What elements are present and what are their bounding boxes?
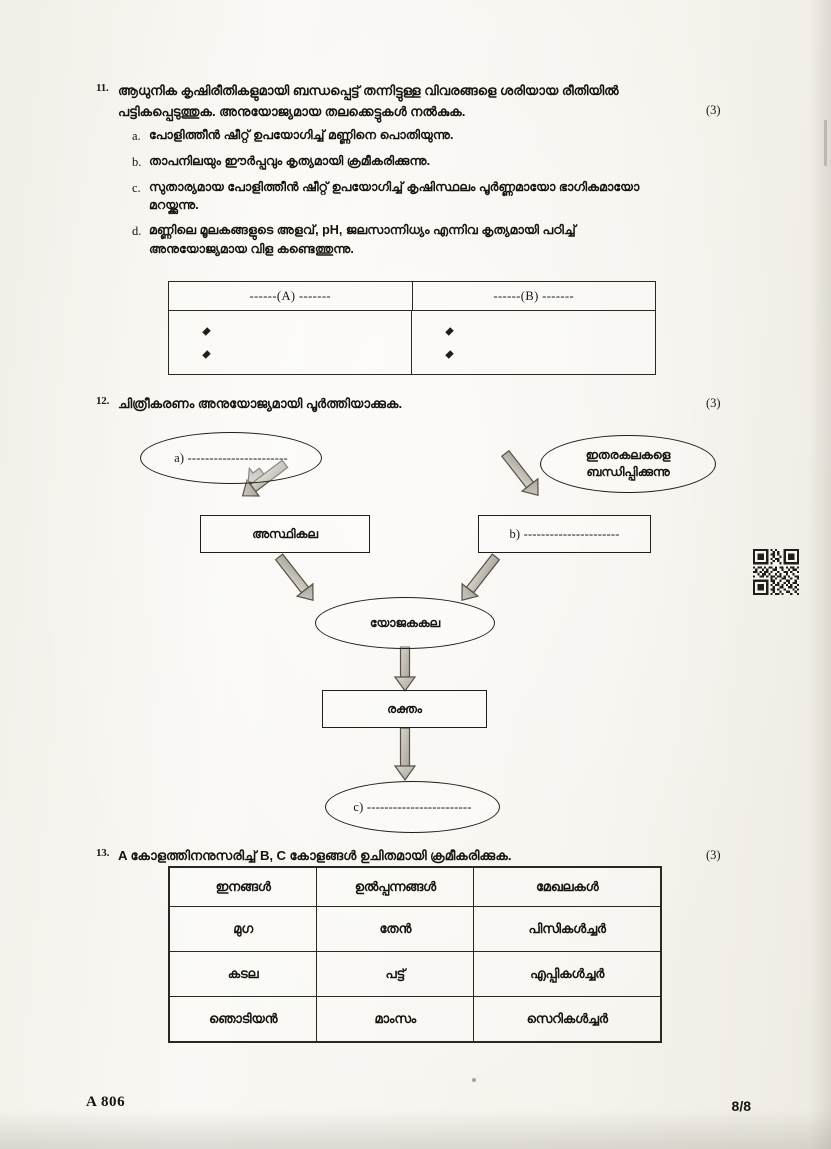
subitem-c-text: സുതാര്യമായ പോളിത്തീൻ ഷീറ്റ് ഉപയോഗിച്ച് ക… — [149, 179, 640, 213]
match-table-header-0: ഇനങ്ങൾ — [168, 867, 318, 907]
arrow-blood-to-c — [393, 727, 417, 782]
table-row: ഞൊടിയൻ മാംസം സെറികൾച്ചർ — [168, 996, 661, 1042]
arrow-connective-to-bone — [274, 553, 314, 602]
subitem-a-letter: a. — [132, 129, 141, 143]
match-cell-r1c2: എപ്പികൾച്ചർ — [473, 951, 661, 997]
flowchart-node-b-blank-label: b) ---------------------- — [509, 526, 620, 541]
tissue-flowchart: a) ----------------------- ഇതരകലകളെ ബന്ധ… — [0, 415, 831, 845]
match-table-grid: ഇനങ്ങൾ ഉൽപ്പന്നങ്ങൾ മേഖലകൾ മുഗ തേൻ പിസിക… — [168, 867, 661, 1042]
arrow-b-to-other-tissues — [500, 449, 539, 497]
match-cell-r0c2: പിസികൾച്ചർ — [473, 906, 661, 952]
table-ab-header-b: ------(B) ------- — [493, 288, 575, 303]
table-ab-cell-b[interactable] — [412, 311, 655, 375]
subitem-d-text: മണ്ണിലെ മൂലകങ്ങളുടെ അളവ്, pH, ജലസാന്നിധ്… — [149, 223, 576, 257]
table-ab-cell-a[interactable] — [169, 311, 412, 375]
arrow-connective-to-blood — [393, 646, 417, 693]
subitem-b-letter: b. — [132, 154, 142, 169]
question-13-number: 13. — [96, 847, 110, 859]
scan-margin-mark — [824, 120, 827, 166]
match-table-header-1: ഉൽപ്പന്നങ്ങൾ — [316, 867, 475, 907]
bullet-diamond-icon — [445, 350, 454, 359]
question-13-text: A കോളത്തിനനുസരിച്ച് B, C കോളങ്ങൾ ഉചിതമായ… — [118, 848, 512, 863]
match-cell-r1c1: പട്ട് — [316, 951, 475, 997]
flowchart-node-c-blank-label: c) ------------------------ — [353, 799, 472, 814]
question-13-marks: (3) — [706, 848, 721, 862]
question-11: 11. ആധുനിക കൃഷിരീതികളുമായി ബന്ധപ്പെട്ട് … — [96, 80, 696, 123]
flowchart-node-connective-tissue-label: യോജകകല — [369, 615, 441, 630]
qr-code-icon — [753, 549, 799, 595]
question-13: 13. A കോളത്തിനനുസരിച്ച് B, C കോളങ്ങൾ ഉചി… — [96, 845, 716, 866]
flowchart-node-blood: രക്തം — [322, 690, 487, 728]
question-11-text: ആധുനിക കൃഷിരീതികളുമായി ബന്ധപ്പെട്ട് തന്ന… — [118, 83, 619, 120]
flowchart-node-b-blank[interactable]: b) ---------------------- — [478, 515, 651, 553]
question-12-marks: (3) — [706, 396, 721, 410]
flowchart-node-blood-label: രക്തം — [387, 701, 422, 716]
connects-line-1: ഇതരകലകളെ — [585, 448, 671, 463]
question-11-marks: (3) — [706, 103, 721, 117]
match-table-header-row: ഇനങ്ങൾ ഉൽപ്പന്നങ്ങൾ മേഖലകൾ — [168, 867, 661, 907]
bullet-diamond-icon — [445, 327, 454, 336]
table-row: മുഗ തേൻ പിസികൾച്ചർ — [168, 906, 661, 952]
question-11-subitems: a. പോളിത്തീൻ ഷീറ്റ് ഉപയോഗിച്ച് മണ്ണിനെ പ… — [132, 126, 669, 265]
flowchart-node-connects-other-tissues-label: ഇതരകലകളെ ബന്ധിപ്പിക്കുന്നു — [586, 447, 671, 480]
flowchart-node-a-blank-label: a) ----------------------- — [174, 450, 288, 465]
scan-speck — [472, 1078, 476, 1082]
match-cell-r0c0: മുഗ — [168, 906, 318, 952]
answer-table-ab[interactable]: ------(A) ------- ------(B) ------- — [168, 281, 656, 375]
question-11-number: 11. — [96, 82, 109, 94]
bullet-diamond-icon — [202, 350, 211, 359]
match-cell-r0c1: തേൻ — [316, 906, 475, 952]
match-table-header-2: മേഖലകൾ — [473, 867, 661, 907]
arrow-connective-to-b — [461, 553, 501, 602]
match-table[interactable]: ഇനങ്ങൾ ഉൽപ്പന്നങ്ങൾ മേഖലകൾ മുഗ തേൻ പിസിക… — [168, 866, 662, 1043]
table-row: കടല പട്ട് എപ്പികൾച്ചർ — [168, 951, 661, 997]
subitem-a-text: പോളിത്തീൻ ഷീറ്റ് ഉപയോഗിച്ച് മണ്ണിനെ പൊതി… — [149, 128, 454, 142]
connects-line-2: ബന്ധിപ്പിക്കുന്നു — [586, 465, 670, 479]
subitem-b: b. താപനിലയും ഈർപ്പവും കൃത്യമായി ക്രമീകരി… — [132, 152, 669, 172]
match-cell-r1c0: കടല — [168, 951, 318, 997]
scan-edge-bottom — [0, 1109, 831, 1149]
match-cell-r2c2: സെറികൾച്ചർ — [473, 996, 661, 1042]
flowchart-node-connective-tissue: യോജകകല — [315, 597, 495, 649]
paper-code: A 806 — [86, 1094, 126, 1110]
page-number: 8/8 — [731, 1098, 751, 1114]
subitem-c-letter: c. — [132, 180, 141, 195]
table-ab-header-a: ------(A) ------- — [169, 282, 413, 310]
table-ab-header-row: ------(A) ------- ------(B) ------- — [169, 282, 655, 311]
bullet-diamond-icon — [202, 327, 211, 336]
subitem-d-letter: d. — [132, 224, 142, 239]
flowchart-node-bone-tissue-label: അസ്ഥികല — [252, 526, 318, 541]
flowchart-node-a-blank[interactable]: a) ----------------------- — [140, 432, 322, 484]
flowchart-node-connects-other-tissues: ഇതരകലകളെ ബന്ധിപ്പിക്കുന്നു — [540, 435, 716, 493]
subitem-c: c. സുതാര്യമായ പോളിത്തീൻ ഷീറ്റ് ഉപയോഗിച്ച… — [132, 178, 669, 216]
subitem-b-text: താപനിലയും ഈർപ്പവും കൃത്യമായി ക്രമീകരിക്ക… — [149, 153, 431, 168]
flowchart-node-bone-tissue: അസ്ഥികല — [200, 515, 370, 553]
question-12-text: ചിത്രീകരണം അനുയോജ്യമായി പൂർത്തിയാക്കുക. — [118, 396, 403, 411]
subitem-d: d. മണ്ണിലെ മൂലകങ്ങളുടെ അളവ്, pH, ജലസാന്ന… — [132, 221, 669, 259]
question-12: 12. ചിത്രീകരണം അനുയോജ്യമായി പൂർത്തിയാക്ക… — [96, 393, 696, 414]
question-12-number: 12. — [96, 395, 110, 407]
subitem-a: a. പോളിത്തീൻ ഷീറ്റ് ഉപയോഗിച്ച് മണ്ണിനെ പ… — [132, 126, 669, 146]
match-cell-r2c1: മാംസം — [316, 996, 475, 1042]
match-cell-r2c0: ഞൊടിയൻ — [168, 996, 318, 1042]
table-ab-body-row — [169, 311, 655, 375]
flowchart-node-c-blank[interactable]: c) ------------------------ — [325, 781, 500, 833]
